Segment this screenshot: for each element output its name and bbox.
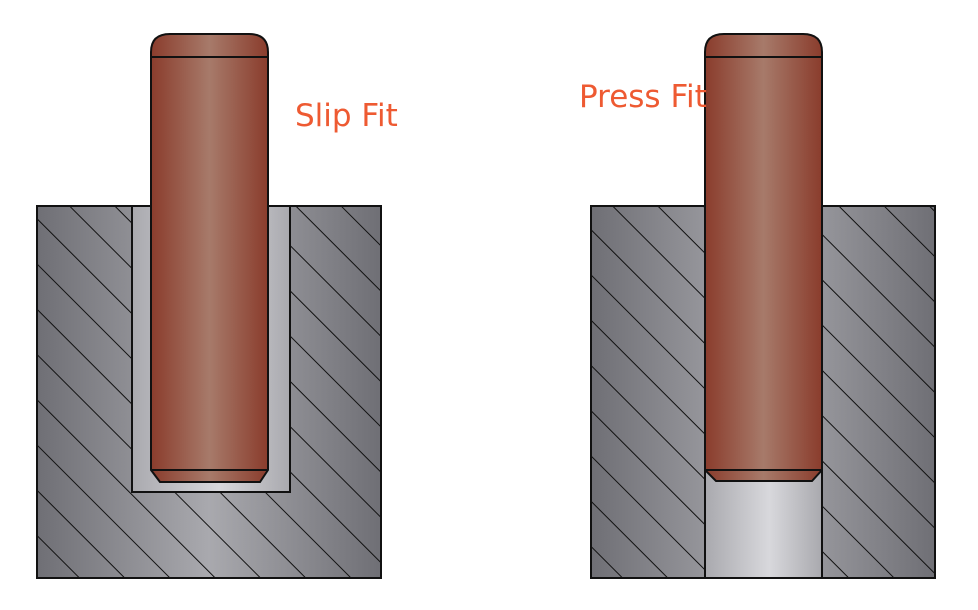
slip-fit-label: Slip Fit — [295, 98, 398, 134]
slip-fit-assembly: Slip Fit — [36, 33, 398, 579]
press-fit-label: Press Fit — [579, 79, 707, 115]
press-fit-pin — [704, 33, 823, 482]
press-fit-assembly: Press Fit — [579, 33, 936, 579]
slip-fit-pin — [150, 33, 269, 483]
